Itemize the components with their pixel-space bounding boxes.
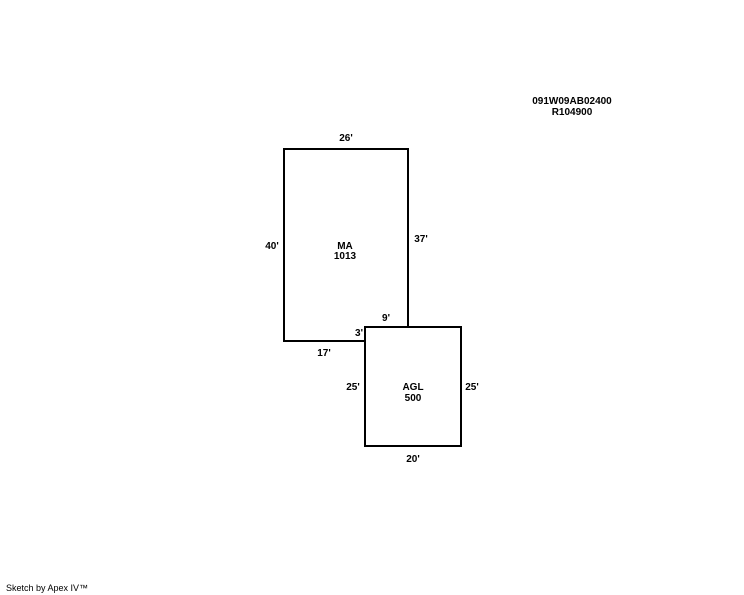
ma-area: 1013 [334,251,357,262]
ma-dim-right: 37' [414,234,428,245]
account-number: R104900 [551,107,593,118]
agl-dim-left: 25' [346,382,360,393]
agl-code: AGL [402,382,423,393]
agl-area: 500 [405,393,422,404]
ma-dim-step-side: 3' [355,328,363,339]
agl-outline [364,326,462,447]
sketch-credit: Sketch by Apex IV™ [6,583,89,593]
agl-dim-right: 25' [465,382,479,393]
ma-dim-top: 26' [339,133,353,144]
ma-dim-bottom: 17' [317,348,331,359]
ma-code: MA [337,241,353,252]
parcel-id-block: 091W09AB02400 R104900 [522,96,622,118]
map-number: 091W09AB02400 [532,96,612,107]
ma-dim-left: 40' [265,241,279,252]
ma-dim-step-top: 9' [382,313,390,324]
agl-dim-bottom: 20' [406,454,420,465]
